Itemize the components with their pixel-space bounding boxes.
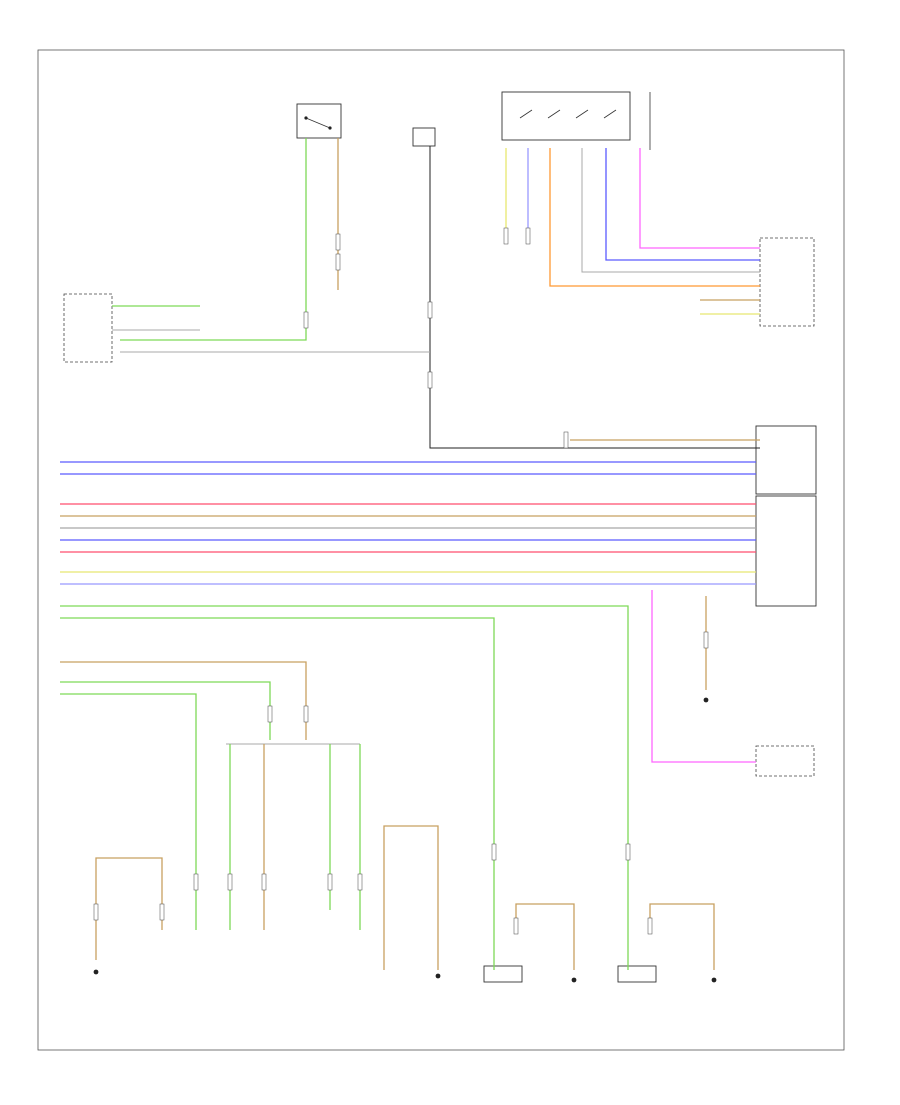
connector-19 <box>513 917 519 935</box>
connector-13 <box>227 873 233 891</box>
wires-layer <box>60 138 760 970</box>
diagram-frame <box>37 49 845 1051</box>
bottom-module-b <box>617 965 657 983</box>
left-module <box>63 293 113 363</box>
connector-12 <box>193 873 199 891</box>
ground-terminal-2 <box>435 973 441 979</box>
connector-2 <box>335 233 341 251</box>
right-module-4-box <box>755 745 815 777</box>
left-module-box <box>63 293 113 363</box>
loop-1 <box>95 857 163 960</box>
loop-2 <box>383 825 439 970</box>
wire-bank-blue <box>605 148 760 261</box>
connector-5 <box>427 371 433 389</box>
right-module-1-box <box>759 237 815 327</box>
top-right-switch-module <box>501 91 651 150</box>
wire-bank-gray <box>581 148 760 273</box>
bottom-module-a <box>483 965 523 983</box>
wire-switch-green <box>120 138 307 341</box>
top-switch-component <box>296 103 342 139</box>
ground-terminal-4 <box>711 977 717 983</box>
bus-green-2 <box>60 617 495 970</box>
connector-16 <box>357 873 363 891</box>
center-module-box <box>412 127 436 147</box>
wire-harness-green-2 <box>60 693 197 930</box>
wire-center-black <box>429 146 760 449</box>
bus-green-1 <box>60 605 629 970</box>
ground-terminal-1 <box>93 969 99 975</box>
connector-3 <box>335 253 341 271</box>
connector-4 <box>427 301 433 319</box>
right-module-2-box <box>755 425 817 495</box>
top-center-module <box>412 127 436 147</box>
connector-20 <box>647 917 653 935</box>
connector-1 <box>303 311 309 329</box>
connector-11 <box>159 903 165 921</box>
ground-terminal-5 <box>703 697 709 703</box>
connector-22 <box>303 705 309 723</box>
switch-bank-box <box>501 91 631 141</box>
connector-6 <box>503 227 509 245</box>
connector-14 <box>261 873 267 891</box>
wire-bank-orange <box>549 148 760 287</box>
wire-harness-tan <box>60 661 307 740</box>
connector-17 <box>491 843 497 861</box>
ground-terminal-3 <box>571 977 577 983</box>
wire-r3-pink <box>651 590 756 763</box>
connector-10 <box>93 903 99 921</box>
switch-box <box>296 103 342 139</box>
connector-21 <box>267 705 273 723</box>
connector-15 <box>327 873 333 891</box>
loop-4 <box>649 903 715 970</box>
wire-harness-green-1 <box>60 681 271 740</box>
connectors-layer <box>93 227 717 983</box>
right-module-3-box <box>755 495 817 607</box>
wire-bank-pink <box>639 148 760 249</box>
connector-9 <box>703 631 709 649</box>
connector-18 <box>625 843 631 861</box>
loop-3 <box>515 903 575 970</box>
connector-7 <box>525 227 531 245</box>
connector-8 <box>563 431 569 449</box>
